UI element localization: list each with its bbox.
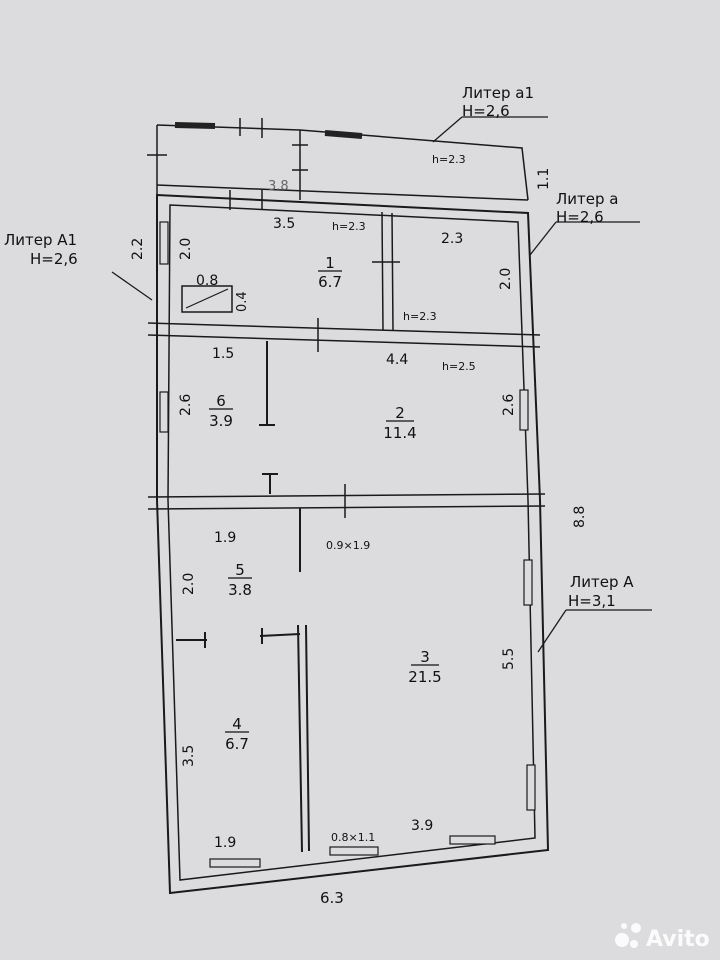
avito-watermark: Avito bbox=[615, 923, 710, 952]
dim-room2-width: 4.4 bbox=[386, 352, 408, 368]
room-5-number: 5 bbox=[235, 561, 245, 579]
dim-room5-height: 2.0 bbox=[181, 573, 197, 595]
dim-total-bottom: 6.3 bbox=[320, 889, 344, 907]
dim-room1-height: 2.0 bbox=[178, 238, 194, 260]
room-3-area: 21.5 bbox=[408, 668, 441, 686]
watermark-text: Avito bbox=[646, 927, 710, 952]
dim-room3-width: 3.9 bbox=[411, 818, 433, 834]
dim-room2-height: 2.6 bbox=[501, 394, 517, 416]
door-markers bbox=[229, 190, 400, 518]
dim-small-h: h=2.3 bbox=[403, 310, 437, 323]
liter-a1-name: Литер а1 bbox=[462, 84, 534, 102]
main-walls bbox=[147, 193, 550, 895]
liter-A-name: Литер А bbox=[570, 573, 634, 591]
dimension-labels: h=2.3 1.1 3.8 3.5 h=2.3 2.3 2.0 h=2.3 2.… bbox=[130, 153, 588, 907]
room-1-number: 1 bbox=[325, 254, 335, 272]
room-2-number: 2 bbox=[395, 404, 405, 422]
dim-left-outer: 2.2 bbox=[130, 238, 146, 260]
leader-lines bbox=[111, 116, 652, 653]
stove bbox=[181, 285, 233, 313]
dim-room6-width: 1.5 bbox=[212, 346, 234, 362]
windows bbox=[159, 221, 536, 868]
room-3-number: 3 bbox=[420, 648, 430, 666]
dim-room3-height: 5.5 bbox=[501, 648, 517, 670]
liter-A1-name: Литер А1 bbox=[4, 231, 77, 249]
liter-A1-height: H=2,6 bbox=[30, 250, 78, 268]
dim-handwritten: 3.8 bbox=[268, 179, 289, 194]
room-6-number: 6 bbox=[216, 392, 226, 410]
dim-top-side: 1.1 bbox=[536, 168, 552, 190]
dim-room1-width: 3.5 bbox=[273, 216, 295, 232]
dim-room4-width: 1.9 bbox=[214, 835, 236, 851]
liter-a-height: H=2,6 bbox=[556, 208, 604, 226]
dim-top-h: h=2.3 bbox=[432, 153, 466, 166]
dim-door-size: 0.9×1.9 bbox=[326, 539, 370, 552]
room-4-area: 6.7 bbox=[225, 735, 249, 753]
dim-total-right: 8.8 bbox=[572, 506, 588, 528]
liter-A-height: H=3,1 bbox=[568, 592, 616, 610]
dim-room6-height: 2.6 bbox=[178, 394, 194, 416]
annex-a1 bbox=[147, 118, 529, 201]
avito-logo-icon bbox=[615, 923, 641, 948]
room-5-area: 3.8 bbox=[228, 581, 252, 599]
dim-room1-h: h=2.3 bbox=[332, 220, 366, 233]
dim-room2-h: h=2.5 bbox=[442, 360, 476, 373]
dim-room4-height: 3.5 bbox=[181, 745, 197, 767]
dim-stove-h: 0.4 bbox=[235, 291, 250, 312]
room-1-area: 6.7 bbox=[318, 273, 342, 291]
room-6-area: 3.9 bbox=[209, 412, 233, 430]
liter-a-name: Литер а bbox=[556, 190, 618, 208]
dim-stove-w: 0.8 bbox=[196, 273, 218, 289]
dim-small-height: 2.0 bbox=[498, 268, 514, 290]
room-labels: 1 6.7 2 11.4 3 21.5 4 6.7 5 3.8 6 3.9 bbox=[209, 254, 442, 753]
dim-room5-width: 1.9 bbox=[214, 530, 236, 546]
room-2-area: 11.4 bbox=[383, 424, 416, 442]
dim-window-size: 0.8×1.1 bbox=[331, 831, 375, 844]
room-4-number: 4 bbox=[232, 715, 242, 733]
liter-a1-height: H=2,6 bbox=[462, 102, 510, 120]
dim-small-width: 2.3 bbox=[441, 231, 463, 247]
